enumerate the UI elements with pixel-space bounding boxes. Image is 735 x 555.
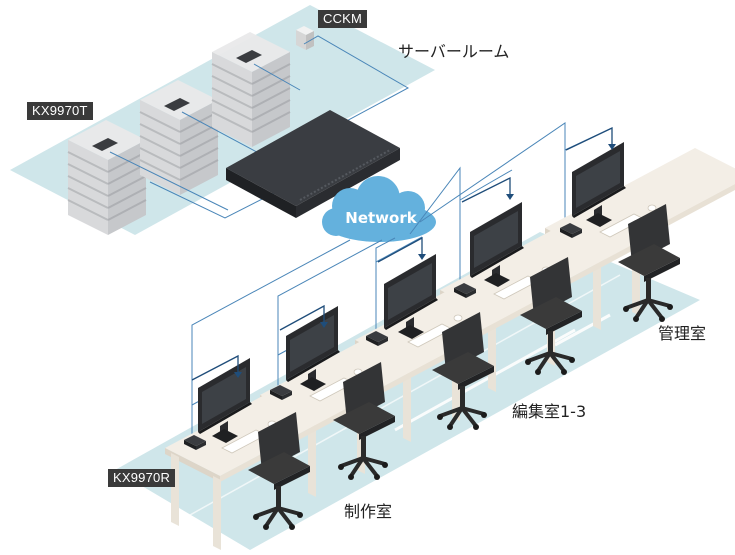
management-room-label: 管理室 bbox=[658, 324, 707, 343]
cckm-device-icon bbox=[296, 26, 314, 50]
server-room-cables bbox=[109, 35, 410, 219]
cckm-label: CCKM bbox=[318, 10, 368, 28]
arrow-head-icon bbox=[234, 144, 616, 378]
signal-arrow-icon bbox=[191, 126, 613, 381]
server-room-label: サーバールーム bbox=[398, 42, 510, 61]
kx9970t-label: KX9970T bbox=[27, 102, 93, 120]
network-cloud-icon bbox=[322, 176, 436, 242]
network-switch-icon bbox=[226, 110, 400, 218]
kx9970r-label: KX9970R bbox=[108, 469, 176, 487]
server-rack-icon bbox=[67, 31, 291, 236]
editing-rooms-label: 編集室1-3 bbox=[512, 402, 587, 421]
network-label: Network bbox=[345, 209, 417, 227]
production-room-label: 制作室 bbox=[344, 502, 393, 521]
